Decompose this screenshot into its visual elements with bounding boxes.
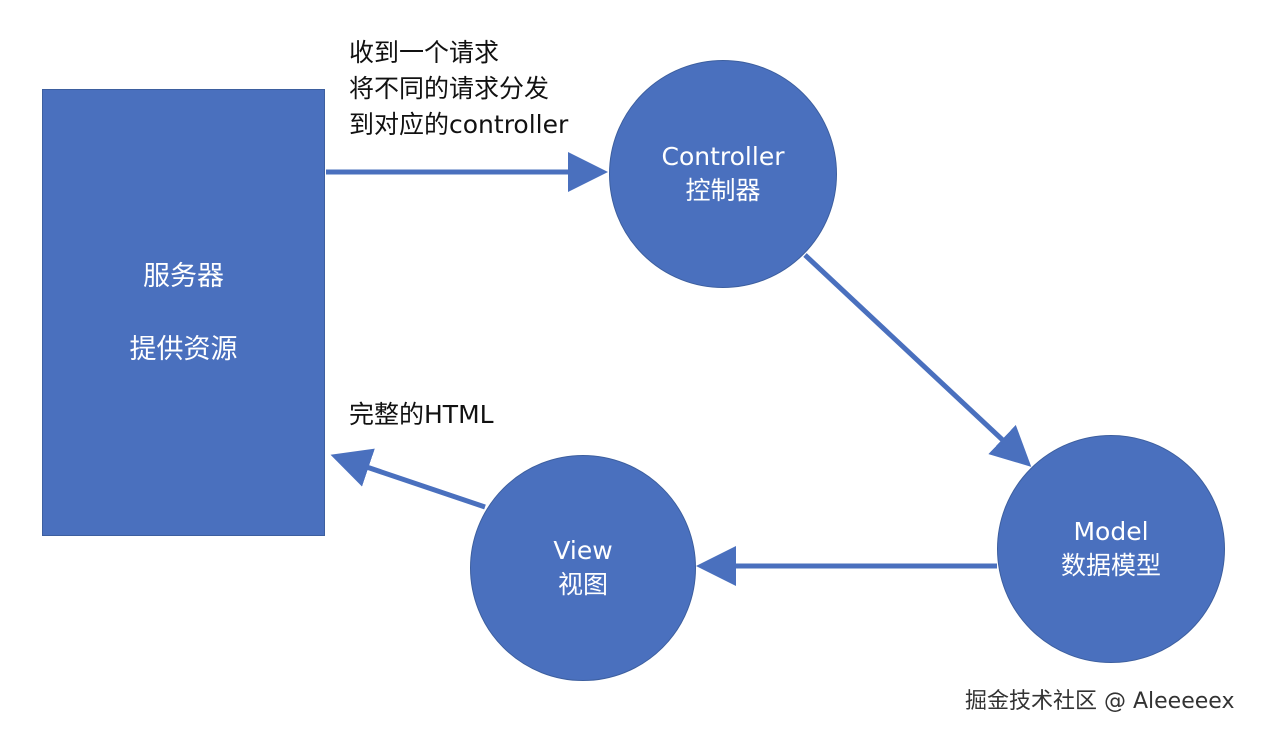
view-en-label: View [553, 536, 613, 565]
arrow-view-to-server [330, 448, 486, 510]
controller-zh-label: 控制器 [685, 176, 761, 205]
controller-en-label: Controller [661, 142, 785, 171]
controller-node: Controller 控制器 [609, 60, 837, 288]
request-label-line-3: 到对应的controller [349, 110, 569, 139]
server-subtitle: 提供资源 [129, 334, 238, 365]
request-label: 收到一个请求 将不同的请求分发 到对应的controller [349, 35, 568, 143]
html-label: 完整的HTML [349, 400, 494, 429]
request-label-line-1: 收到一个请求 [349, 38, 500, 67]
model-node: Model 数据模型 [997, 435, 1225, 663]
view-zh-label: 视图 [557, 570, 608, 599]
server-box: 服务器 提供资源 [42, 89, 325, 536]
model-en-label: Model [1073, 517, 1149, 546]
watermark: 掘金技术社区 @ Aleeeeex [965, 689, 1235, 714]
server-title: 服务器 [143, 261, 224, 292]
request-label-line-2: 将不同的请求分发 [349, 74, 550, 103]
model-zh-label: 数据模型 [1060, 551, 1161, 580]
arrow-controller-to-model [803, 253, 1032, 467]
view-node: View 视图 [470, 455, 696, 681]
